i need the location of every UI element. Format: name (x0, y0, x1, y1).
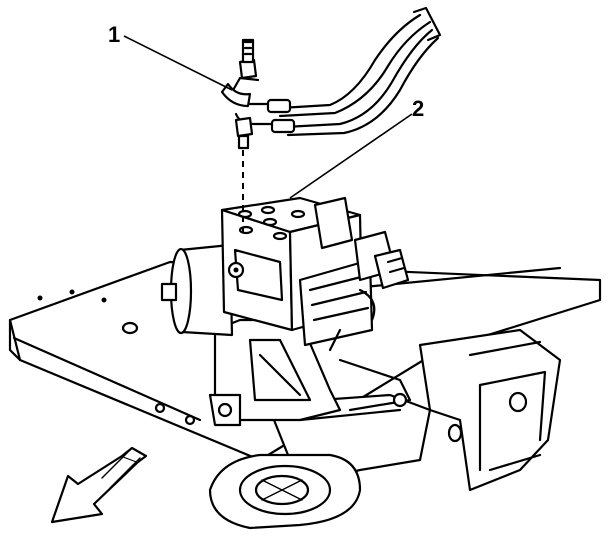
crossmember (418, 328, 562, 492)
callout-1-leader (123, 35, 233, 91)
callout-2: 2 (289, 96, 424, 199)
callout-1: 1 (108, 22, 233, 91)
abs-module (220, 196, 410, 352)
direction-arrow-icon (50, 446, 148, 524)
callout-2-leader (289, 113, 413, 199)
brake-lines (220, 6, 442, 235)
callout-2-label: 2 (412, 96, 424, 121)
callout-1-label: 1 (108, 22, 120, 47)
pump-motor (160, 243, 234, 337)
